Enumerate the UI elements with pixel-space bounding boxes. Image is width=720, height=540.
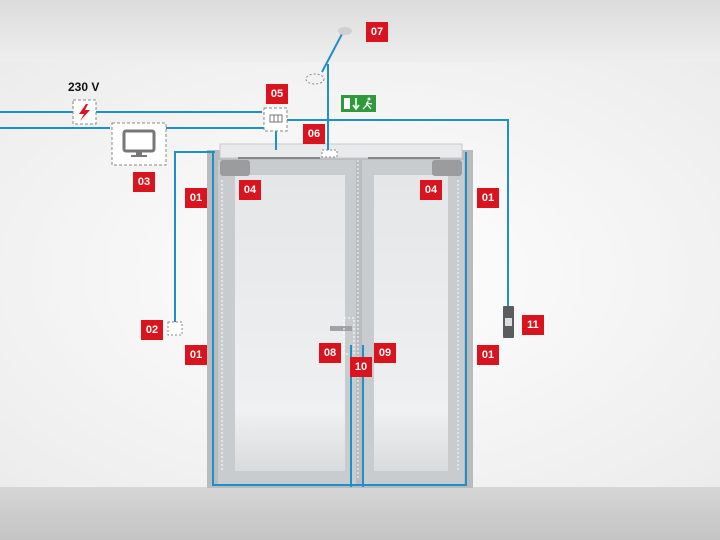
voltage-label: 230 V: [68, 80, 100, 94]
label-03: 03: [133, 172, 155, 192]
label-04: 04: [239, 180, 261, 200]
double-door: [207, 143, 473, 488]
glass-right: [374, 175, 448, 471]
label-05: 05: [266, 84, 288, 104]
door-handle: [330, 326, 352, 331]
label-11: 11: [522, 315, 544, 335]
door-operator-header: [219, 143, 463, 159]
label-01: 01: [477, 188, 499, 208]
power-bolt-icon: [72, 99, 97, 125]
relay-switch-icon: [263, 107, 288, 132]
label-04: 04: [420, 180, 442, 200]
push-button-box: [167, 321, 183, 336]
monitor-icon: [111, 122, 167, 166]
ceiling: [0, 0, 720, 62]
label-07: 07: [366, 22, 388, 42]
label-02: 02: [141, 320, 163, 340]
label-01: 01: [185, 188, 207, 208]
label-01: 01: [185, 345, 207, 365]
junction-box: [321, 149, 338, 158]
label-08: 08: [319, 343, 341, 363]
label-09: 09: [374, 343, 396, 363]
card-reader-icon: [503, 306, 514, 338]
glass-left: [235, 175, 345, 471]
smoke-detector-icon: [305, 27, 352, 85]
exit-sign-icon: [341, 95, 376, 112]
label-01: 01: [477, 345, 499, 365]
floor: [0, 487, 720, 540]
label-06: 06: [303, 124, 325, 144]
label-10: 10: [350, 357, 372, 377]
